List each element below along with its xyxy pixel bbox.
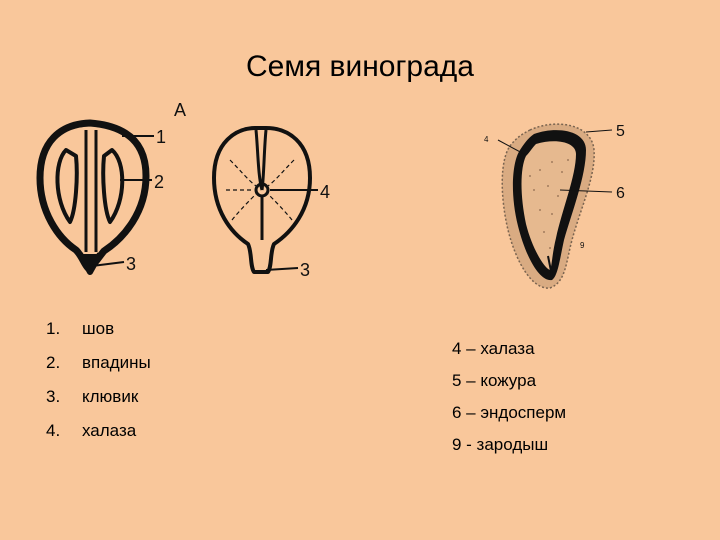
legend-left-text: клювик: [82, 387, 139, 406]
seed-right-endosperm: [521, 141, 576, 270]
legend-right-item: 6 – эндосперм: [452, 403, 567, 422]
legend-left-item: 3. клювик: [46, 386, 151, 420]
leader-3-middle: [265, 267, 299, 271]
legend-right-item: 9 - зародыш: [452, 435, 549, 454]
label-3-middle: 3: [300, 260, 310, 280]
legend-left-text: халаза: [82, 421, 137, 440]
legend-left-item: 2. впадины: [46, 352, 151, 386]
legend-left-number: 2.: [46, 353, 61, 372]
seed-right-drawing: [501, 123, 595, 289]
legend-right-item: 4 – халаза: [452, 339, 535, 358]
seed-left-depression-left: [55, 148, 79, 224]
leader-5: [585, 129, 613, 133]
label-9: 9: [580, 241, 585, 250]
seed-middle-groove: [254, 129, 268, 240]
label-3-left: 3: [126, 254, 136, 274]
leader-lines: [91, 129, 613, 271]
leader-6: [559, 189, 613, 193]
seed-left-depression-right: [101, 148, 125, 224]
legend-left-number: 4.: [46, 421, 61, 440]
legend-left-text: шов: [82, 319, 115, 338]
label-4-middle: 4: [320, 182, 330, 202]
legend-left-number: 1.: [46, 319, 61, 338]
label-1: 1: [156, 127, 166, 147]
legend-left-item: 4. халаза: [46, 420, 151, 454]
seed-middle-outline: [212, 126, 312, 274]
label-4-right: 4: [484, 135, 489, 144]
legend-left: 1. шов 2. впадины 3. клювик 4. халаза: [46, 318, 151, 454]
seed-left-outline: [36, 119, 150, 272]
seed-middle-drawing: [212, 126, 312, 274]
legend-right-item: 5 – кожура: [452, 371, 537, 390]
legend-left-text: впадины: [82, 353, 151, 372]
seed-left-beak: [77, 252, 103, 275]
seed-right-embryo: [547, 255, 553, 277]
label-2: 2: [154, 172, 164, 192]
legend-left-number: 3.: [46, 387, 61, 406]
seed-left-drawing: [36, 119, 150, 275]
label-5: 5: [616, 123, 625, 140]
figure-letter-a: А: [174, 100, 186, 120]
leader-4-right: [497, 139, 525, 155]
seed-middle-chalaza: [254, 182, 270, 198]
seed-left-suture: [84, 130, 98, 252]
legend-right: 4 – халаза 5 – кожура 6 – эндосперм 9 - …: [452, 338, 566, 466]
leader-3-left: [91, 261, 125, 267]
label-6: 6: [616, 185, 625, 202]
seed-right-stipple: [529, 159, 569, 249]
page-title: Семя винограда: [245, 50, 474, 83]
legend-left-item: 1. шов: [46, 318, 151, 352]
